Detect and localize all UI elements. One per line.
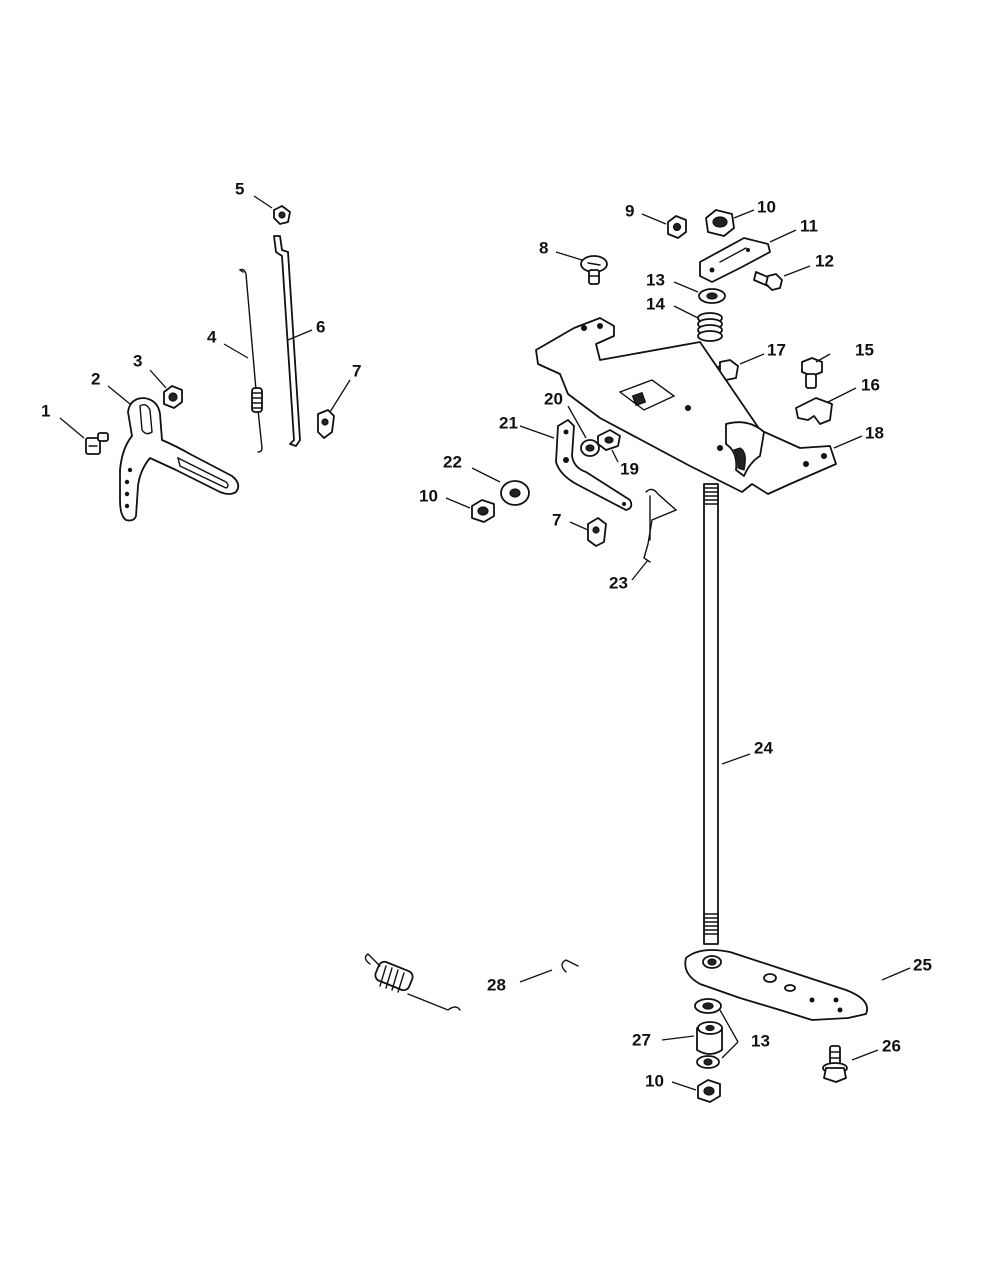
part-9-nut [667, 215, 687, 239]
callout-2: 2 [91, 369, 100, 388]
part-18-base-plate [535, 317, 837, 495]
part-13-washers-bottom [694, 998, 722, 1069]
callout-16: 16 [861, 375, 880, 394]
part-11-lever [699, 237, 771, 283]
part-5-clip [273, 205, 291, 225]
callout-23: 23 [609, 573, 628, 592]
callout-20: 20 [544, 389, 563, 408]
part-16-clip [795, 397, 833, 425]
part-27-spacer [696, 1021, 723, 1055]
part-4-spring-rod [238, 268, 263, 453]
part-20-washer [580, 439, 600, 457]
part-3-nut [163, 385, 183, 409]
callout-1: 1 [41, 401, 50, 420]
callout-27: 27 [632, 1030, 651, 1049]
callout-5: 5 [235, 179, 244, 198]
part-19-square-washer [597, 429, 621, 451]
part-28-spring [364, 953, 579, 1011]
callout-12: 12 [815, 251, 834, 270]
callout-18: 18 [865, 423, 884, 442]
callout-6: 6 [316, 317, 325, 336]
part-7-clip-left [317, 409, 335, 439]
part-2-bracket [119, 397, 240, 522]
callout-15: 15 [855, 340, 874, 359]
part-25-lower-plate [684, 949, 868, 1021]
part-13-washer-top [698, 288, 726, 304]
callout-25: 25 [913, 955, 932, 974]
callout-7-left: 7 [352, 361, 361, 380]
part-1-bolt [85, 432, 109, 455]
callout-labels: 1 2 3 4 5 6 7 7 8 9 10 10 10 11 12 13 13… [41, 179, 932, 1090]
callout-10-bottom: 10 [645, 1071, 664, 1090]
callout-17: 17 [767, 340, 786, 359]
callout-7-right: 7 [552, 510, 561, 529]
callout-4: 4 [207, 327, 217, 346]
leader-lines [59, 195, 911, 1091]
part-8-screw [580, 255, 608, 285]
callout-26: 26 [882, 1036, 901, 1055]
callout-9: 9 [625, 201, 634, 220]
part-10-nut-middle [471, 499, 495, 523]
callout-22: 22 [443, 452, 462, 471]
part-7-clip-right [587, 517, 607, 547]
part-10-nut-bottom [697, 1079, 721, 1103]
part-15-bolt [801, 357, 823, 389]
callout-21: 21 [499, 413, 518, 432]
callout-11: 11 [800, 216, 818, 235]
part-12-bolt [753, 271, 783, 291]
part-14-spring [697, 312, 723, 342]
part-21-lever [555, 419, 633, 511]
callout-24: 24 [754, 738, 773, 757]
callout-13-bottom: 13 [751, 1031, 770, 1050]
part-10-nut-top [705, 209, 735, 237]
part-6-rod [273, 235, 301, 447]
callout-3: 3 [133, 351, 142, 370]
callout-13-top: 13 [646, 270, 665, 289]
part-24-shaft [703, 483, 719, 945]
part-26-flange-bolt [822, 1045, 848, 1083]
callout-19: 19 [620, 459, 639, 478]
callout-10-middle: 10 [419, 486, 438, 505]
callout-28: 28 [487, 975, 506, 994]
callout-8: 8 [539, 238, 548, 257]
part-23-wire-rod [643, 488, 678, 563]
part-22-washer [500, 480, 530, 506]
callout-14: 14 [646, 294, 665, 313]
callout-10-top: 10 [757, 197, 776, 216]
